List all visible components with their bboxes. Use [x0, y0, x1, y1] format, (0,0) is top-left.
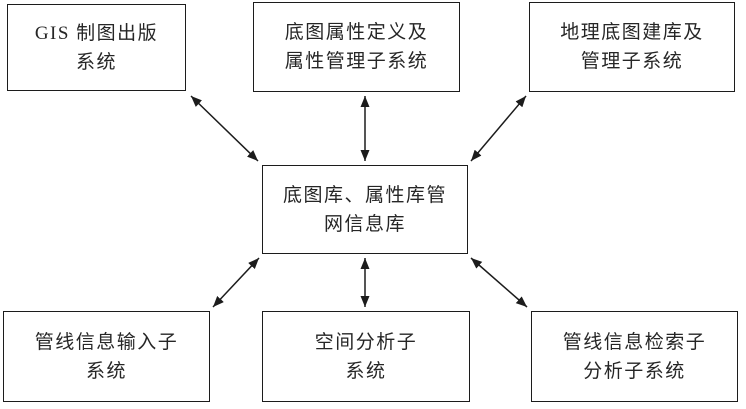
node-label-line: 系统	[85, 360, 127, 382]
node-label-line: 底图库、属性库管	[282, 184, 447, 206]
edge-geo-build-central	[470, 95, 527, 162]
node-label-line: 系统	[75, 51, 117, 73]
node-geographic-basemap-database-subsystem: 地理底图建库及 管理子系统	[529, 2, 735, 92]
node-label-line: 网信息库	[323, 213, 406, 235]
node-label-line: 属性管理子系统	[284, 51, 429, 72]
edge-gis-central	[190, 95, 259, 162]
node-label-line: 分析子系统	[583, 360, 686, 382]
node-basemap-attribute-definition-subsystem: 底图属性定义及 属性管理子系统	[253, 2, 460, 92]
node-label-line: 管线信息输入子	[34, 331, 179, 353]
node-label-line: GIS 制图出版	[34, 22, 159, 44]
node-pipeline-info-input-subsystem: 管线信息输入子 系统	[3, 311, 210, 402]
node-label-line: 地理底图建库及	[560, 22, 704, 43]
node-label-line: 空间分析子	[314, 331, 418, 353]
node-label-line: 管线信息检索子	[562, 331, 707, 353]
edge-pipe-search-central	[470, 257, 528, 308]
node-pipeline-info-retrieval-analysis-subsystem: 管线信息检索子 分析子系统	[531, 311, 738, 402]
node-spatial-analysis-subsystem: 空间分析子 系统	[262, 311, 470, 402]
edge-pipe-input-central	[212, 257, 260, 308]
node-label-line: 系统	[345, 360, 387, 382]
node-label-line: 管理子系统	[580, 51, 684, 72]
node-central-basemap-attribute-pipenet-database: 底图库、属性库管 网信息库	[262, 165, 468, 254]
node-label-line: 底图属性定义及	[284, 22, 429, 43]
node-gis-mapping-publish-system: GIS 制图出版 系统	[7, 4, 186, 91]
